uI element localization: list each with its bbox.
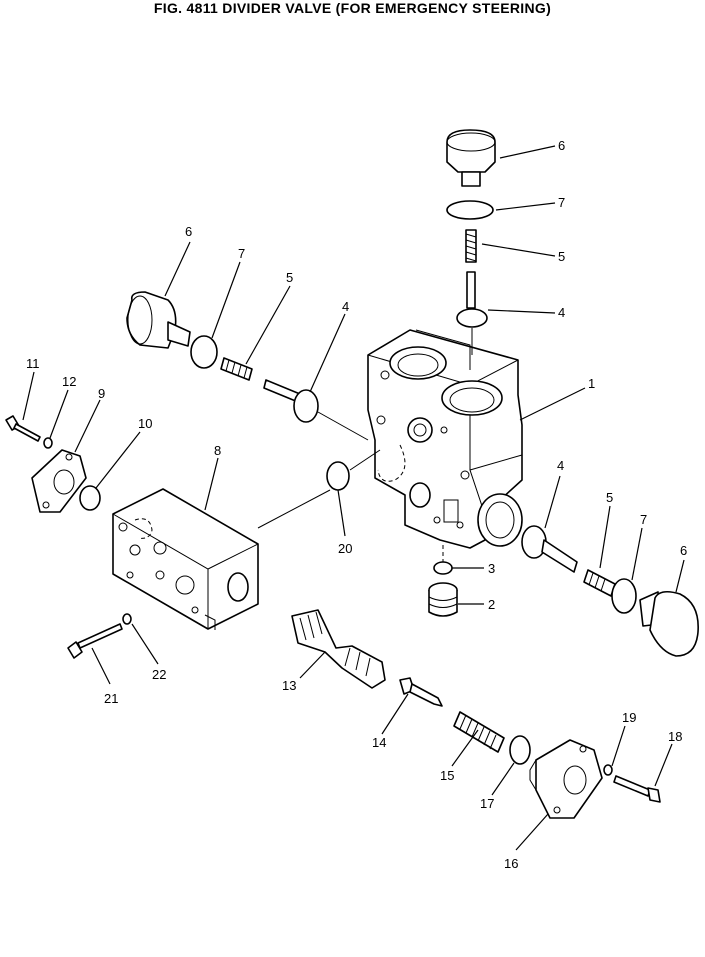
callout-14: 14 (372, 735, 386, 750)
bolt-part-21 (67, 623, 123, 659)
callout-8: 8 (214, 443, 221, 458)
poppet-part-4-top (456, 271, 488, 328)
poppet-part-4-left (263, 379, 319, 423)
flange-part-16 (529, 739, 603, 819)
washer-part-12 (43, 437, 53, 449)
callout-21: 21 (104, 691, 118, 706)
callout-17: 17 (480, 796, 494, 811)
callout-11: 11 (26, 356, 40, 371)
callout-6-right: 6 (680, 543, 687, 558)
pin-part-14 (399, 677, 443, 707)
callout-12: 12 (62, 374, 76, 389)
valve-body-part-1 (367, 329, 523, 549)
callout-labels: 6 7 5 4 1 6 7 5 4 11 12 9 10 8 20 4 5 7 … (26, 138, 687, 871)
plug-part-6-left (126, 291, 191, 349)
callout-10: 10 (138, 416, 152, 431)
bolt-part-11 (5, 415, 41, 442)
o-ring-part-7-top (446, 200, 494, 220)
callout-19: 19 (622, 710, 636, 725)
spring-part-15 (453, 711, 505, 753)
flange-part-9 (31, 449, 87, 513)
spring-part-5-top (465, 229, 477, 263)
callout-3: 3 (488, 561, 495, 576)
callout-1: 1 (588, 376, 595, 391)
o-ring-part-20 (326, 461, 350, 491)
callout-20: 20 (338, 541, 352, 556)
plug-part-6-right (639, 590, 699, 657)
callout-7-left: 7 (238, 246, 245, 261)
o-ring-part-10 (79, 485, 101, 511)
spool-part-13 (291, 609, 386, 689)
callout-15: 15 (440, 768, 454, 783)
callout-4-left: 4 (342, 299, 349, 314)
o-ring-part-7-right (611, 578, 637, 614)
callout-5-right: 5 (606, 490, 613, 505)
spring-part-5-left (220, 357, 253, 381)
spring-part-5-right (583, 569, 616, 597)
callout-13: 13 (282, 678, 296, 693)
callout-5-left: 5 (286, 270, 293, 285)
callout-4-top: 4 (558, 305, 565, 320)
washer-part-19 (603, 764, 613, 776)
plug-part-2 (428, 582, 458, 617)
callout-2: 2 (488, 597, 495, 612)
plug-part-6-top (446, 129, 496, 187)
poppet-part-4-right (521, 525, 578, 573)
o-ring-part-7-left (190, 335, 218, 369)
callout-18: 18 (668, 729, 682, 744)
callout-9: 9 (98, 386, 105, 401)
callout-4-right: 4 (557, 458, 564, 473)
figure-title: FIG. 4811 DIVIDER VALVE (FOR EMERGENCY S… (153, 0, 552, 16)
callout-22: 22 (152, 667, 166, 682)
leader-lines (22, 145, 685, 851)
bolt-part-18 (613, 775, 661, 803)
o-ring-part-17 (509, 735, 531, 765)
spacer-block-part-8 (112, 488, 259, 630)
callout-7-top: 7 (558, 195, 565, 210)
washer-part-22 (122, 613, 132, 625)
callout-6-top: 6 (558, 138, 565, 153)
callout-16: 16 (504, 856, 518, 871)
callout-6-left: 6 (185, 224, 192, 239)
o-ring-part-3 (433, 561, 453, 575)
callout-7-right: 7 (640, 512, 647, 527)
callout-5-top: 5 (558, 249, 565, 264)
